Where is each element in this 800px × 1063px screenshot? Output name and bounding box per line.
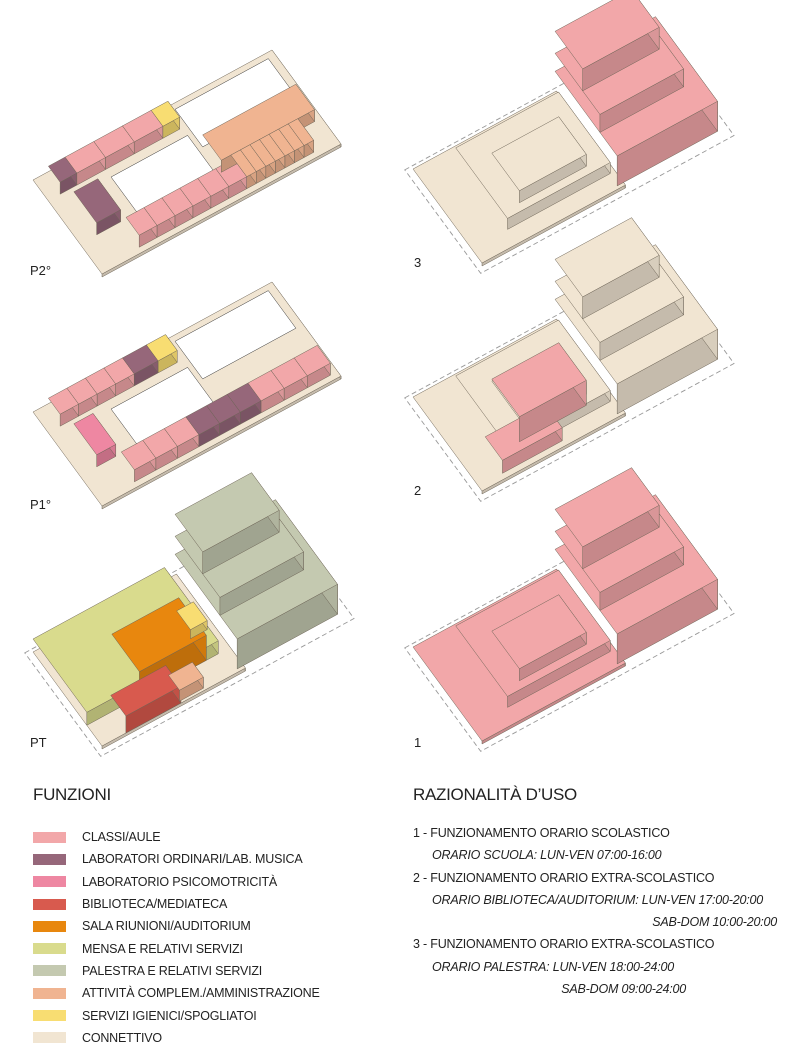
uso-line-5: SAB-DOM 10:00-20:00 <box>652 915 777 930</box>
legend-item: ATTIVITÀ COMPLEM./AMMINISTRAZIONE <box>33 982 320 1004</box>
legend-swatch <box>33 1010 66 1022</box>
legend-item: CONNETTIVO <box>33 1027 320 1049</box>
pt-wc-top <box>176 601 208 631</box>
legend-item: BIBLIOTECA/MEDIATECA <box>33 893 320 915</box>
scenario1-auditorium-top <box>491 594 587 670</box>
functions-legend: CLASSI/AULE LABORATORI ORDINARI/LAB. MUSI… <box>33 826 320 1049</box>
legend-label: SALA RIUNIONI/AUDITORIUM <box>82 919 251 934</box>
p2-wc-top <box>150 100 181 127</box>
scenario1-gym-high-top <box>554 467 660 548</box>
floor-label-p1: P1° <box>30 497 52 512</box>
legend-swatch <box>33 920 66 932</box>
legend-label: CLASSI/AULE <box>82 830 161 845</box>
legend-item: CLASSI/AULE <box>33 826 320 848</box>
usage-schedule: 1 - FUNZIONAMENTO ORARIO SCOLASTICO ORAR… <box>413 826 777 1004</box>
uso-title: RAZIONALITÀ D’USO <box>413 785 577 804</box>
legend-swatch <box>33 987 66 999</box>
pt-admin-top <box>168 661 204 691</box>
legend-item: LABORATORIO PSICOMOTRICITÀ <box>33 871 320 893</box>
legend-swatch <box>33 898 66 910</box>
legend-item: SALA RIUNIONI/AUDITORIUM <box>33 915 320 937</box>
legend-label: LABORATORI ORDINARI/LAB. MUSICA <box>82 852 303 867</box>
legend-item: SERVIZI IGIENICI/SPOGLIATOI <box>33 1004 320 1026</box>
legend-label: MENSA E RELATIVI SERVIZI <box>82 941 243 956</box>
legend-label: ATTIVITÀ COMPLEM./AMMINISTRAZIONE <box>82 986 320 1001</box>
p2-lab-top <box>73 178 121 224</box>
legend-swatch <box>33 831 66 843</box>
legend-swatch <box>33 943 66 955</box>
p2-admin-top <box>202 83 315 161</box>
legend-label: CONNETTIVO <box>82 1030 162 1045</box>
legend-item: LABORATORI ORDINARI/LAB. MUSICA <box>33 848 320 870</box>
scenario3-auditorium-top <box>491 116 587 192</box>
uso-line-4: ORARIO BIBLIOTECA/AUDITORIUM: LUN-VEN 17… <box>432 892 764 907</box>
uso-line-7: ORARIO PALESTRA: LUN-VEN 18:00-24:00 <box>432 959 674 974</box>
legend-label: PALESTRA E RELATIVI SERVIZI <box>82 963 263 978</box>
legend-label: SERVIZI IGIENICI/SPOGLIATOI <box>82 1008 257 1023</box>
legend-swatch <box>33 853 66 865</box>
legend-label: BIBLIOTECA/MEDIATECA <box>82 897 228 912</box>
uso-line-3: 2 - FUNZIONAMENTO ORARIO EXTRA-SCOLASTIC… <box>413 870 715 885</box>
uso-line-1: 1 - FUNZIONAMENTO ORARIO SCOLASTICO <box>413 826 670 840</box>
pt-palestra-high-top <box>174 472 280 553</box>
legend-swatch <box>33 965 66 977</box>
p1-psicomotricita-top <box>73 413 117 456</box>
uso-line-8: SAB-DOM 09:00-24:00 <box>561 982 686 997</box>
scenario2-gym-high-top <box>554 217 660 298</box>
scenario-label-1: 1 <box>414 735 422 750</box>
legend-swatch <box>33 876 66 888</box>
scenario-label-2: 2 <box>414 483 422 498</box>
p2-admin-cell-top <box>287 118 315 146</box>
p1-wc-top <box>146 334 178 362</box>
legend-item: MENSA E RELATIVI SERVIZI <box>33 937 320 959</box>
floor-label-p2: P2° <box>30 263 52 278</box>
funzioni-title: FUNZIONI <box>33 785 111 804</box>
legend-swatch <box>33 1032 66 1044</box>
uso-line-6: 3 - FUNZIONAMENTO ORARIO EXTRA-SCOLASTIC… <box>413 937 715 952</box>
uso-line-2: ORARIO SCUOLA: LUN-VEN 07:00-16:00 <box>432 848 662 863</box>
axonometric-drawings <box>24 0 735 757</box>
p1-classroom-top <box>293 345 331 377</box>
floor-label-pt: PT <box>30 735 47 750</box>
scenario-label-3: 3 <box>414 255 422 270</box>
scenario2-auditorium-top <box>491 342 587 418</box>
scenario3-gym-high-top <box>554 0 660 70</box>
legend-label: LABORATORIO PSICOMOTRICITÀ <box>82 874 278 889</box>
p1-void <box>174 290 297 380</box>
legend-item: PALESTRA E RELATIVI SERVIZI <box>33 960 320 982</box>
